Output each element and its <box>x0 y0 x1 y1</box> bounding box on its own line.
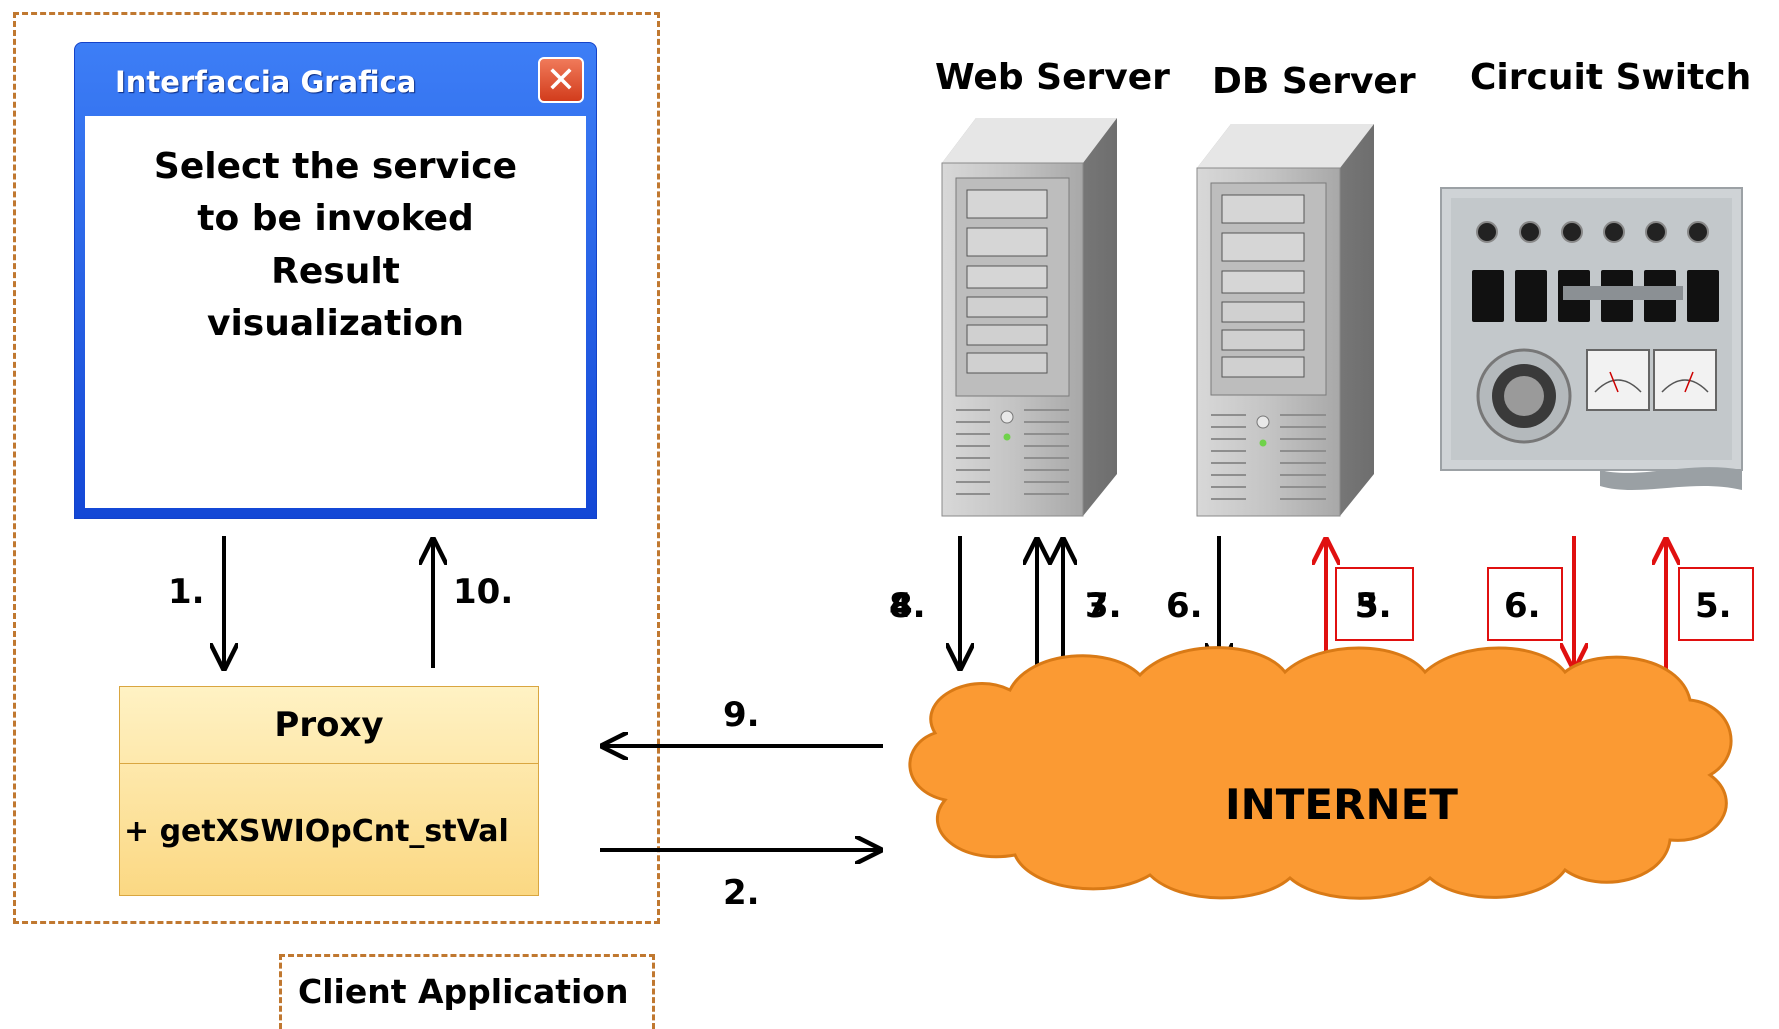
window-text-line-1: Select the service <box>153 146 518 187</box>
web-server-title: Web Server <box>935 57 1170 98</box>
window-text-line-4: visualization <box>207 303 464 344</box>
step-highlight-box <box>1678 567 1754 641</box>
server-tower-icon <box>941 118 1117 517</box>
step-label-7: 7. <box>1085 586 1122 626</box>
cloud-icon <box>908 646 1733 900</box>
client-application-label-box <box>279 954 655 1029</box>
step-label-6-db: 6. <box>1166 586 1203 626</box>
window-title: Interfaccia Grafica <box>115 65 417 99</box>
circuit-switch-icon <box>1440 187 1743 490</box>
proxy-title: Proxy <box>120 687 538 764</box>
db-server-title: DB Server <box>1212 61 1416 102</box>
step-label-3: 3. <box>1085 586 1122 626</box>
proxy-class-box: Proxy + getXSWIOpCnt_stVal <box>119 686 539 896</box>
window-body: Select the service to be invoked Result … <box>85 116 586 508</box>
step-highlight-box <box>1487 567 1563 641</box>
step-label-6-switch: 6. <box>1504 586 1541 626</box>
circuit-switch-title: Circuit Switch <box>1470 57 1752 98</box>
window-text-line-2: to be invoked <box>197 198 474 239</box>
step-label-8: 8. <box>889 586 926 626</box>
client-application-container <box>13 12 660 924</box>
step-label-9: 9. <box>723 695 760 735</box>
proxy-method: + getXSWIOpCnt_stVal <box>124 814 509 849</box>
window-text-line-3: Result <box>271 251 400 292</box>
step-label-2: 2. <box>723 873 760 913</box>
step-label-5-switch: 5. <box>1695 586 1732 626</box>
step-label-10: 10. <box>453 572 514 612</box>
server-tower-icon <box>1196 124 1374 517</box>
gui-window: Interfaccia Grafica ✕ Select the service… <box>74 42 597 519</box>
internet-label: INTERNET <box>1225 780 1458 829</box>
step-label-5-db: 5. <box>1355 586 1392 626</box>
step-label-3-db: 3. <box>1355 586 1392 626</box>
step-label-1: 1. <box>168 572 205 612</box>
step-label-4: 4. <box>889 586 926 626</box>
step-highlight-box <box>1335 567 1414 641</box>
client-application-label: Client Application <box>298 972 629 1011</box>
close-icon[interactable]: ✕ <box>538 57 584 103</box>
